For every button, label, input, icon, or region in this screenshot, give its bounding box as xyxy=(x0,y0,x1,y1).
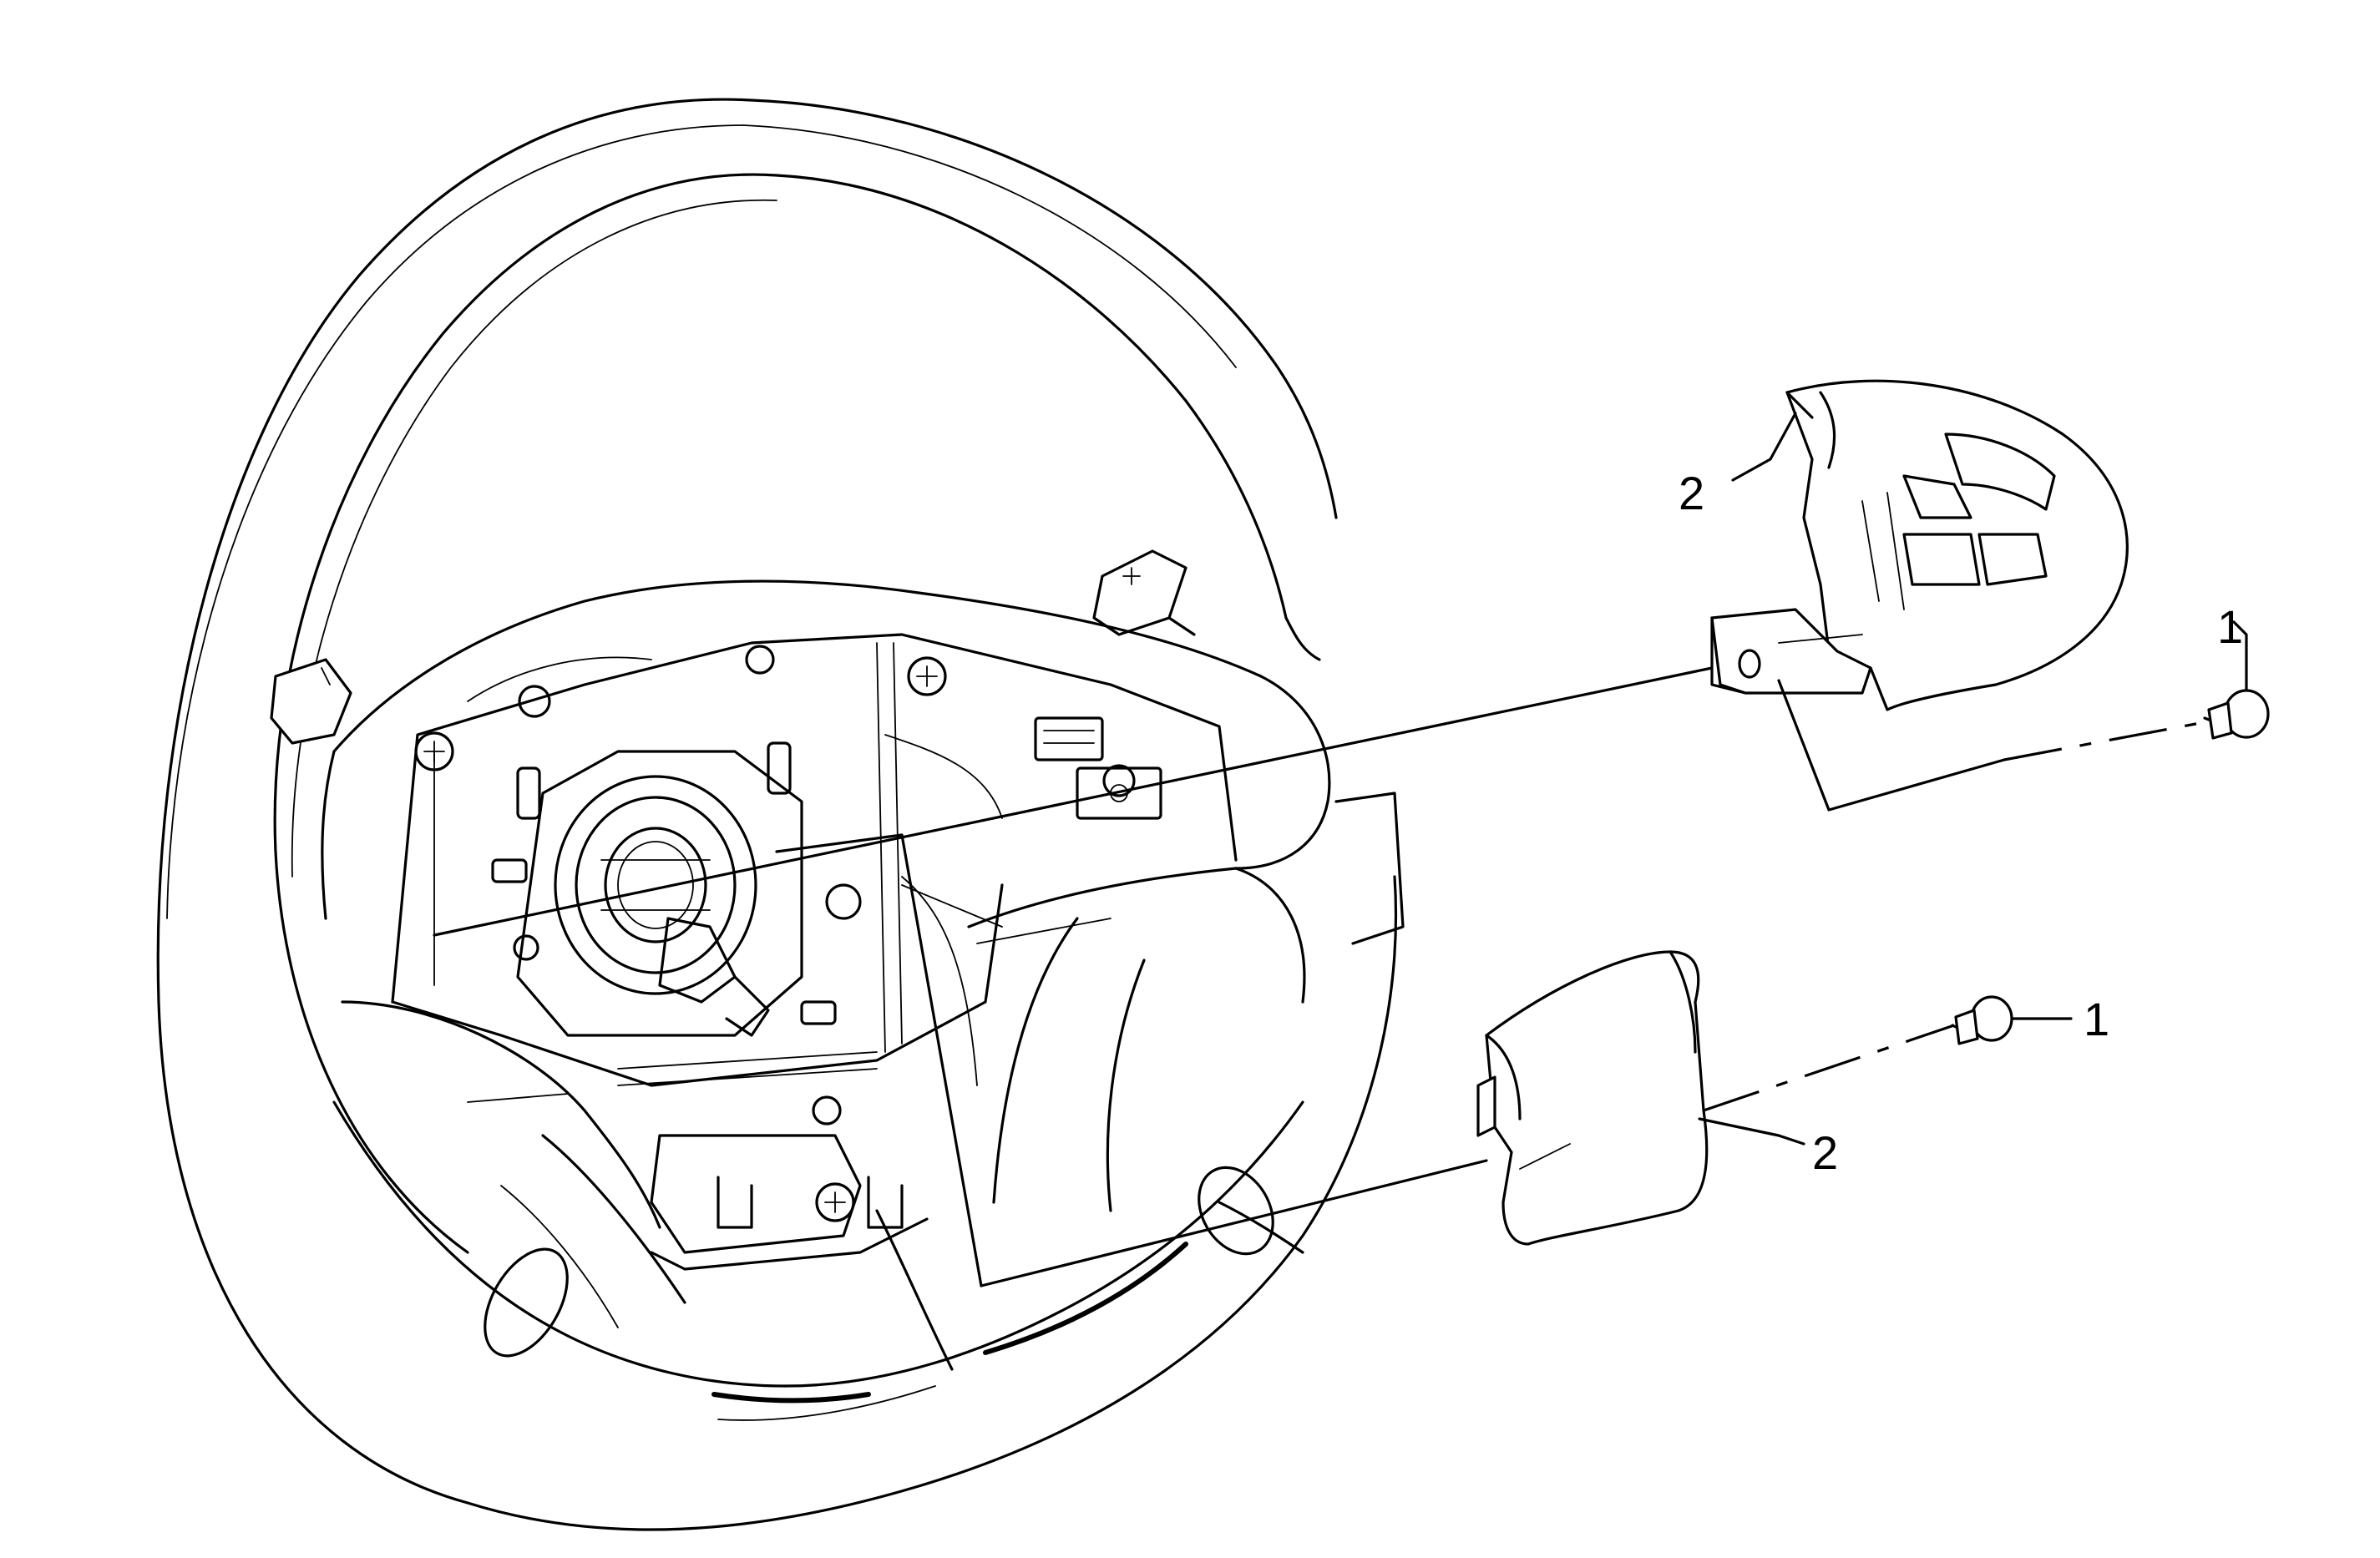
hub-screw-upper-left xyxy=(414,731,454,771)
bezel-lower xyxy=(1476,950,1709,1246)
callout-label-2-lower: 2 xyxy=(1812,1126,1838,1179)
fastener-upper xyxy=(2203,689,2270,740)
steering-wheel-rim xyxy=(156,98,1398,1531)
paddle-shifter-right xyxy=(1092,549,1196,636)
callout-label-1-lower: 1 xyxy=(2084,993,2109,1045)
callout-1-upper: 1 xyxy=(2217,600,2248,690)
callout-2-upper: 2 xyxy=(1679,412,1797,519)
callout-label-1-upper: 1 xyxy=(2217,600,2243,653)
hub-screw-lower xyxy=(815,1182,855,1222)
steering-wheel-hub xyxy=(321,579,1405,1271)
alignment-lines xyxy=(433,666,2205,1287)
paddle-shifter-left xyxy=(270,658,352,745)
hub-screw-upper-right xyxy=(907,656,947,696)
bezel-upper xyxy=(1710,379,2129,711)
fastener-lower xyxy=(1951,995,2013,1045)
callout-label-2-upper: 2 xyxy=(1679,467,1704,519)
callout-2-lower: 2 xyxy=(1698,1117,1838,1179)
callout-1-lower: 1 xyxy=(2011,993,2109,1045)
